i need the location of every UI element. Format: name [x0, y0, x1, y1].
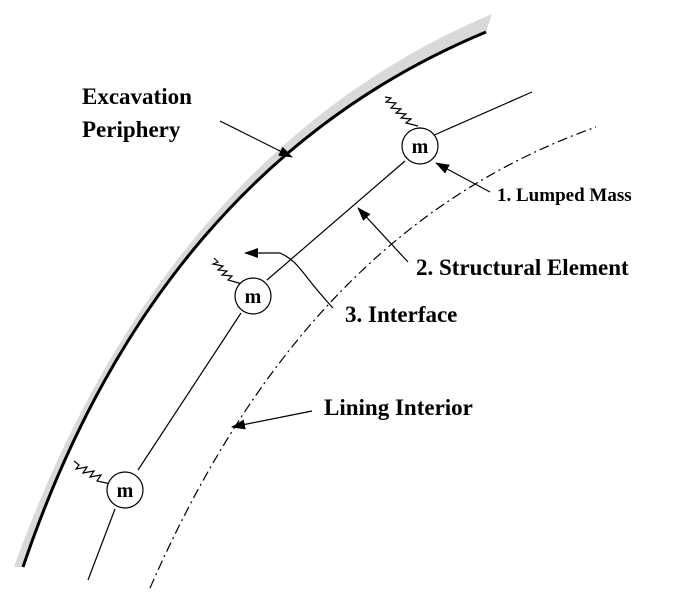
spring-middle: [210, 257, 243, 285]
structural-element: [87, 91, 533, 581]
interface-springs: [73, 96, 419, 485]
structural-segment: [266, 160, 406, 281]
excavation-periphery-arrow: [219, 120, 293, 158]
structural-segment: [137, 312, 242, 471]
lining-interior-curve: [149, 126, 597, 589]
lining-interior-label: Lining Interior: [324, 395, 473, 420]
mass-symbol: m: [117, 480, 134, 502]
excavation-periphery-curve: [21, 30, 487, 568]
spring-bottom: [73, 460, 112, 485]
lumped-mass-middle: m: [234, 277, 272, 315]
interface-arrow: [244, 248, 334, 309]
spring-top: [384, 96, 419, 127]
mass-symbol: m: [245, 286, 262, 308]
structural-element-label: 2. Structural Element: [416, 255, 629, 280]
structural-segment: [431, 91, 533, 137]
lumped-mass-top: m: [401, 127, 439, 165]
lumped-mass-arrow: [435, 162, 491, 193]
excavation-label-line1: Excavation: [82, 84, 192, 109]
lumped-mass-label: 1. Lumped Mass: [497, 185, 632, 206]
lining-interior-arrow: [231, 410, 313, 430]
excavation-label-line2: Periphery: [82, 117, 181, 142]
structural-element-arrow: [357, 207, 409, 263]
mass-symbol: m: [412, 136, 429, 158]
interface-label: 3. Interface: [345, 302, 457, 327]
structural-segment: [87, 508, 116, 581]
lumped-mass-bottom: m: [106, 471, 144, 509]
